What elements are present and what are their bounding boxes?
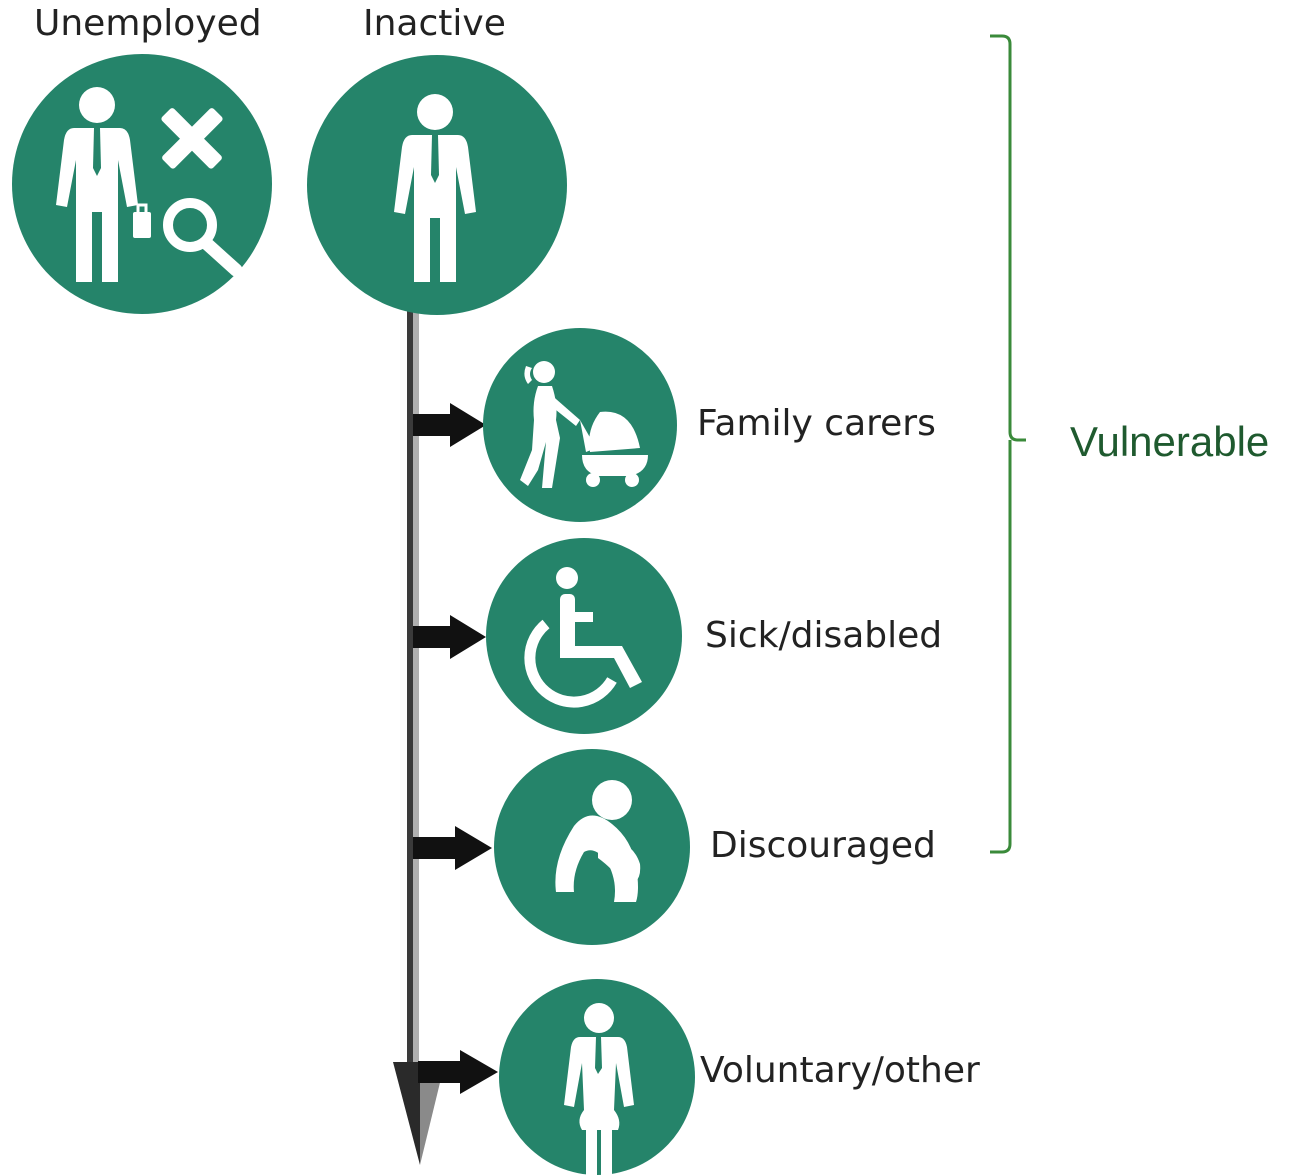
person-icon bbox=[564, 1003, 634, 1175]
discouraged-label: Discouraged bbox=[710, 825, 936, 866]
unemployed-node bbox=[12, 54, 272, 314]
branch-arrow-discouraged bbox=[413, 826, 492, 870]
branch-arrow-voluntary-other bbox=[418, 1050, 498, 1094]
family-carers-label: Family carers bbox=[697, 403, 936, 444]
vulnerable-group-label: Vulnerable bbox=[1070, 418, 1270, 465]
job-seeker-icon bbox=[56, 87, 243, 282]
branch-arrow-sick-disabled bbox=[413, 615, 486, 659]
person-icon bbox=[394, 94, 476, 282]
voluntary-other-node bbox=[499, 979, 695, 1175]
vulnerable-bracket bbox=[990, 34, 1026, 854]
unemployed-label: Unemployed bbox=[34, 3, 262, 44]
voluntary-other-label: Voluntary/other bbox=[700, 1050, 980, 1091]
family-carers-node bbox=[483, 328, 677, 522]
branch-arrow-family-carers bbox=[413, 403, 486, 447]
wheelchair-icon bbox=[524, 567, 642, 708]
sick-disabled-node bbox=[486, 538, 682, 734]
discouraged-node bbox=[494, 749, 690, 945]
inactive-label: Inactive bbox=[363, 3, 506, 44]
parent-with-stroller-icon bbox=[520, 361, 648, 488]
sad-seated-person-icon bbox=[555, 780, 641, 902]
inactive-node bbox=[307, 55, 567, 315]
close-icon bbox=[161, 108, 223, 169]
search-icon bbox=[163, 198, 243, 277]
sick-disabled-label: Sick/disabled bbox=[705, 615, 943, 656]
inactive-flow-arrow bbox=[393, 300, 445, 1165]
